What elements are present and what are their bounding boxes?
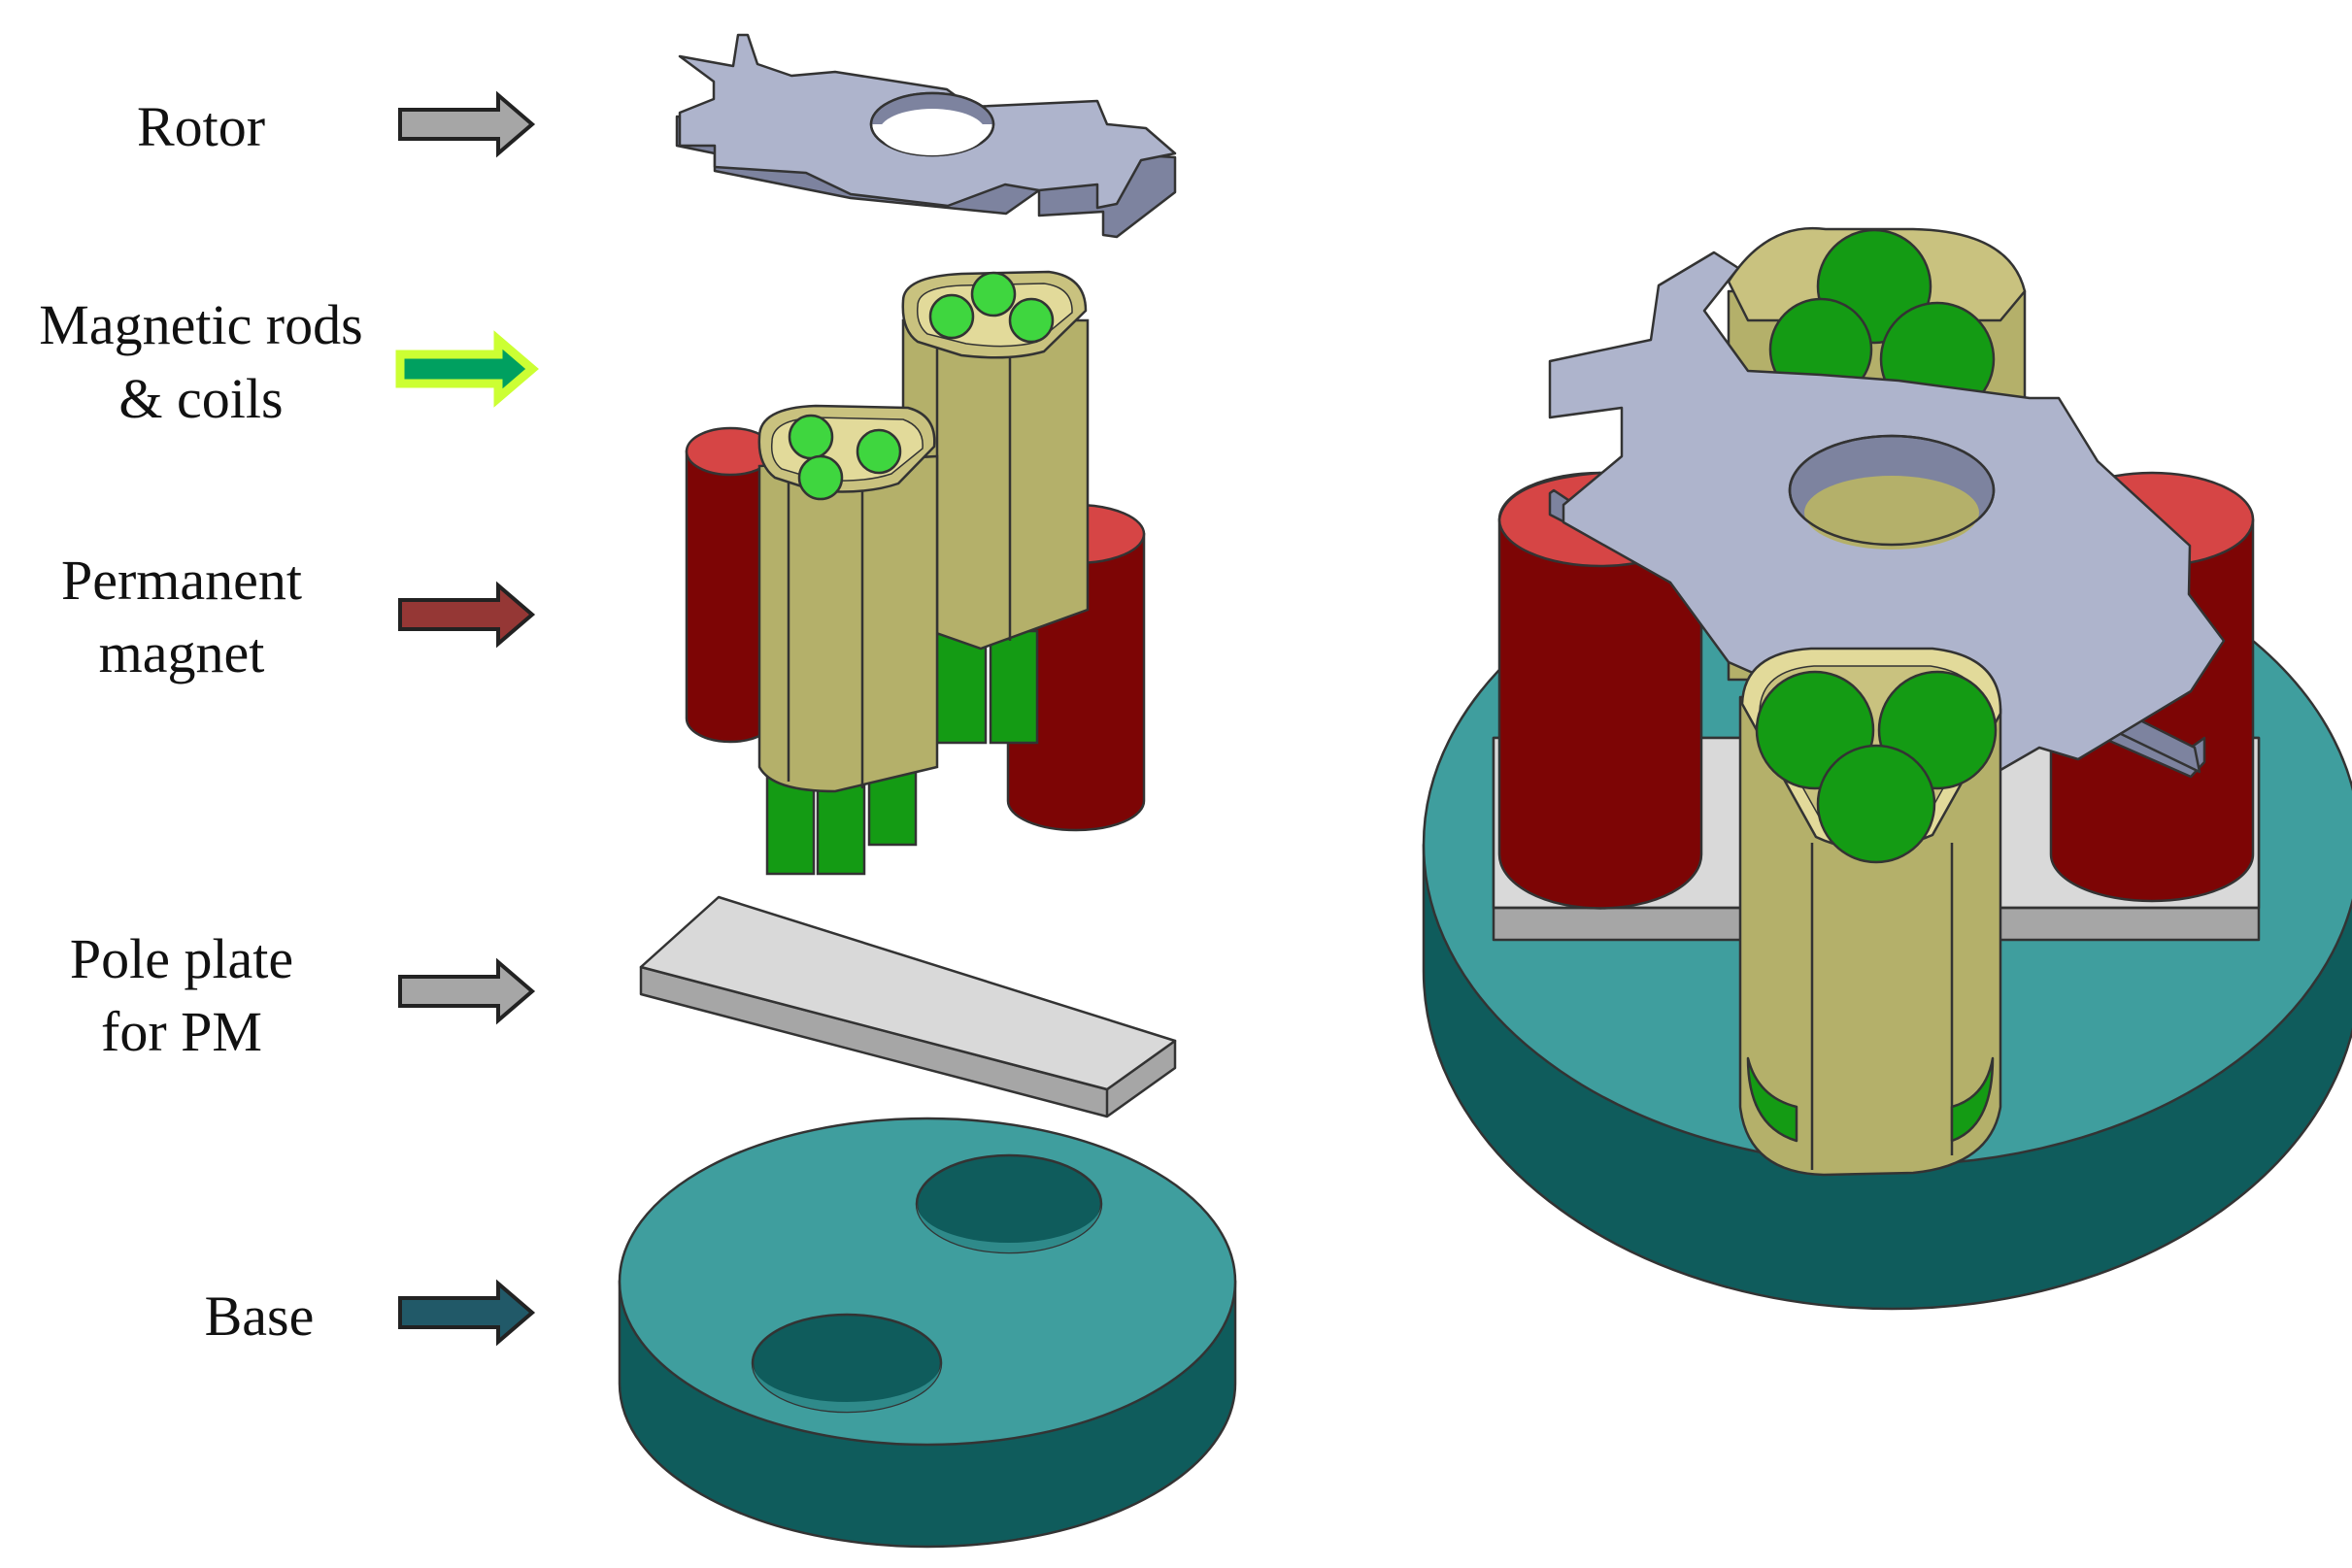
arrow-magnet-icon: [398, 581, 536, 649]
arrow-rods-icon: [395, 330, 539, 408]
label-poleplate-line-1: Pole plate: [70, 927, 293, 990]
arrow-poleplate-icon: [398, 957, 536, 1025]
pole-plate-part: [639, 895, 1177, 1118]
assembled-view: [1422, 226, 2352, 1311]
assembled-coil-front: [1738, 647, 2002, 1177]
label-poleplate-line-2: for PM: [101, 1000, 262, 1063]
label-base-line: Base: [205, 1284, 315, 1348]
label-pole-plate: Pole plate for PM: [70, 927, 293, 1063]
rotor-part: [675, 33, 1177, 239]
label-base: Base: [205, 1284, 315, 1348]
coil-front-part: [757, 404, 939, 876]
label-magnet-line-1: Permanent: [61, 549, 302, 612]
label-rotor-line: Rotor: [137, 95, 265, 158]
label-rotor: Rotor: [137, 95, 265, 158]
label-permanent-magnet: Permanent magnet: [61, 549, 302, 684]
coil-back-part: [901, 270, 1090, 745]
label-magnet-line-2: magnet: [99, 621, 265, 684]
arrow-base-icon: [398, 1279, 536, 1347]
label-magnetic-rods-coils: Magnetic rods & coils: [39, 293, 362, 430]
label-rods-line-2: & coils: [118, 367, 283, 430]
label-rods-line-1: Magnetic rods: [39, 293, 362, 356]
arrow-rotor-icon: [398, 90, 536, 158]
base-part: [618, 1117, 1237, 1549]
permanent-magnet-left-part: [685, 426, 776, 744]
